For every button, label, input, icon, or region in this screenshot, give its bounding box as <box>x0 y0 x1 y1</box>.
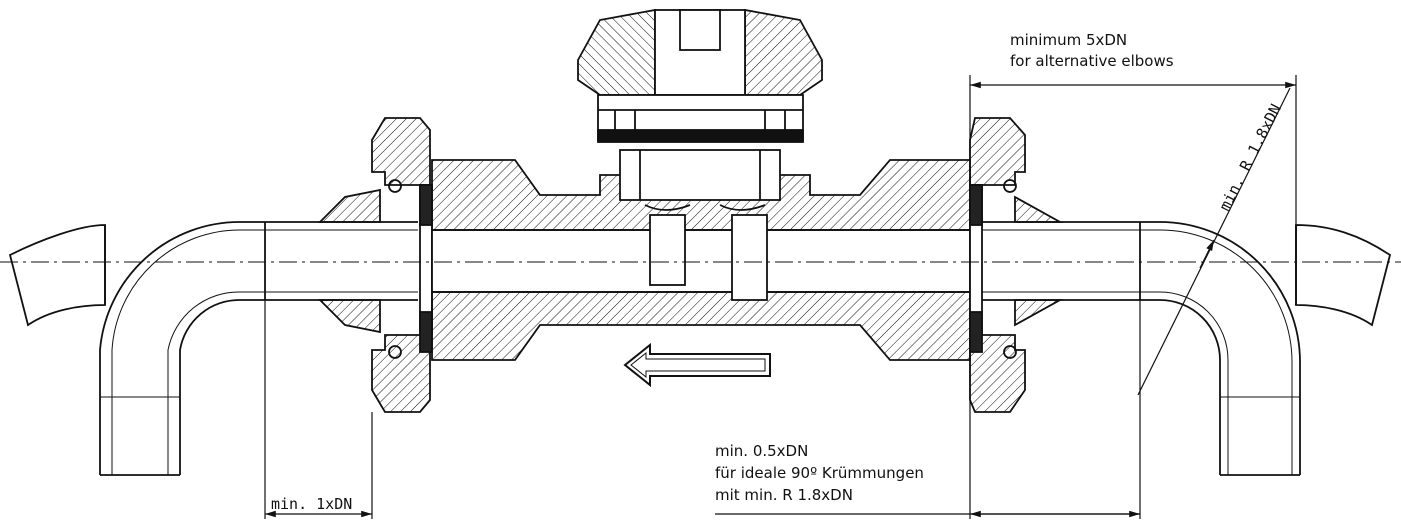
dimension-radius <box>1137 87 1291 396</box>
flow-direction-arrow-icon <box>623 342 771 388</box>
label-left-dim: min. 1xDN <box>271 495 352 513</box>
dimension-top <box>969 75 1297 225</box>
right-elbow <box>1140 221 1392 476</box>
label-bottom-line1: min. 0.5xDN <box>715 442 808 460</box>
right-straight-pipe <box>982 221 1141 301</box>
label-top-line1: minimum 5xDN <box>1010 31 1127 49</box>
left-coupling <box>317 117 433 413</box>
dimension-bottom <box>715 300 1141 519</box>
left-straight-pipe <box>264 221 418 301</box>
right-coupling <box>969 117 1064 413</box>
label-top-line2: for alternative elbows <box>1010 52 1174 70</box>
flowmeter-body <box>431 149 971 361</box>
label-radius: min. R 1.8xDN <box>1216 101 1285 214</box>
sensor-cap <box>577 8 823 143</box>
dimension-left <box>264 300 373 519</box>
label-bottom-line2: für ideale 90º Krümmungen <box>715 464 924 482</box>
left-elbow <box>8 221 265 476</box>
label-bottom-line3: mit min. R 1.8xDN <box>715 486 853 504</box>
